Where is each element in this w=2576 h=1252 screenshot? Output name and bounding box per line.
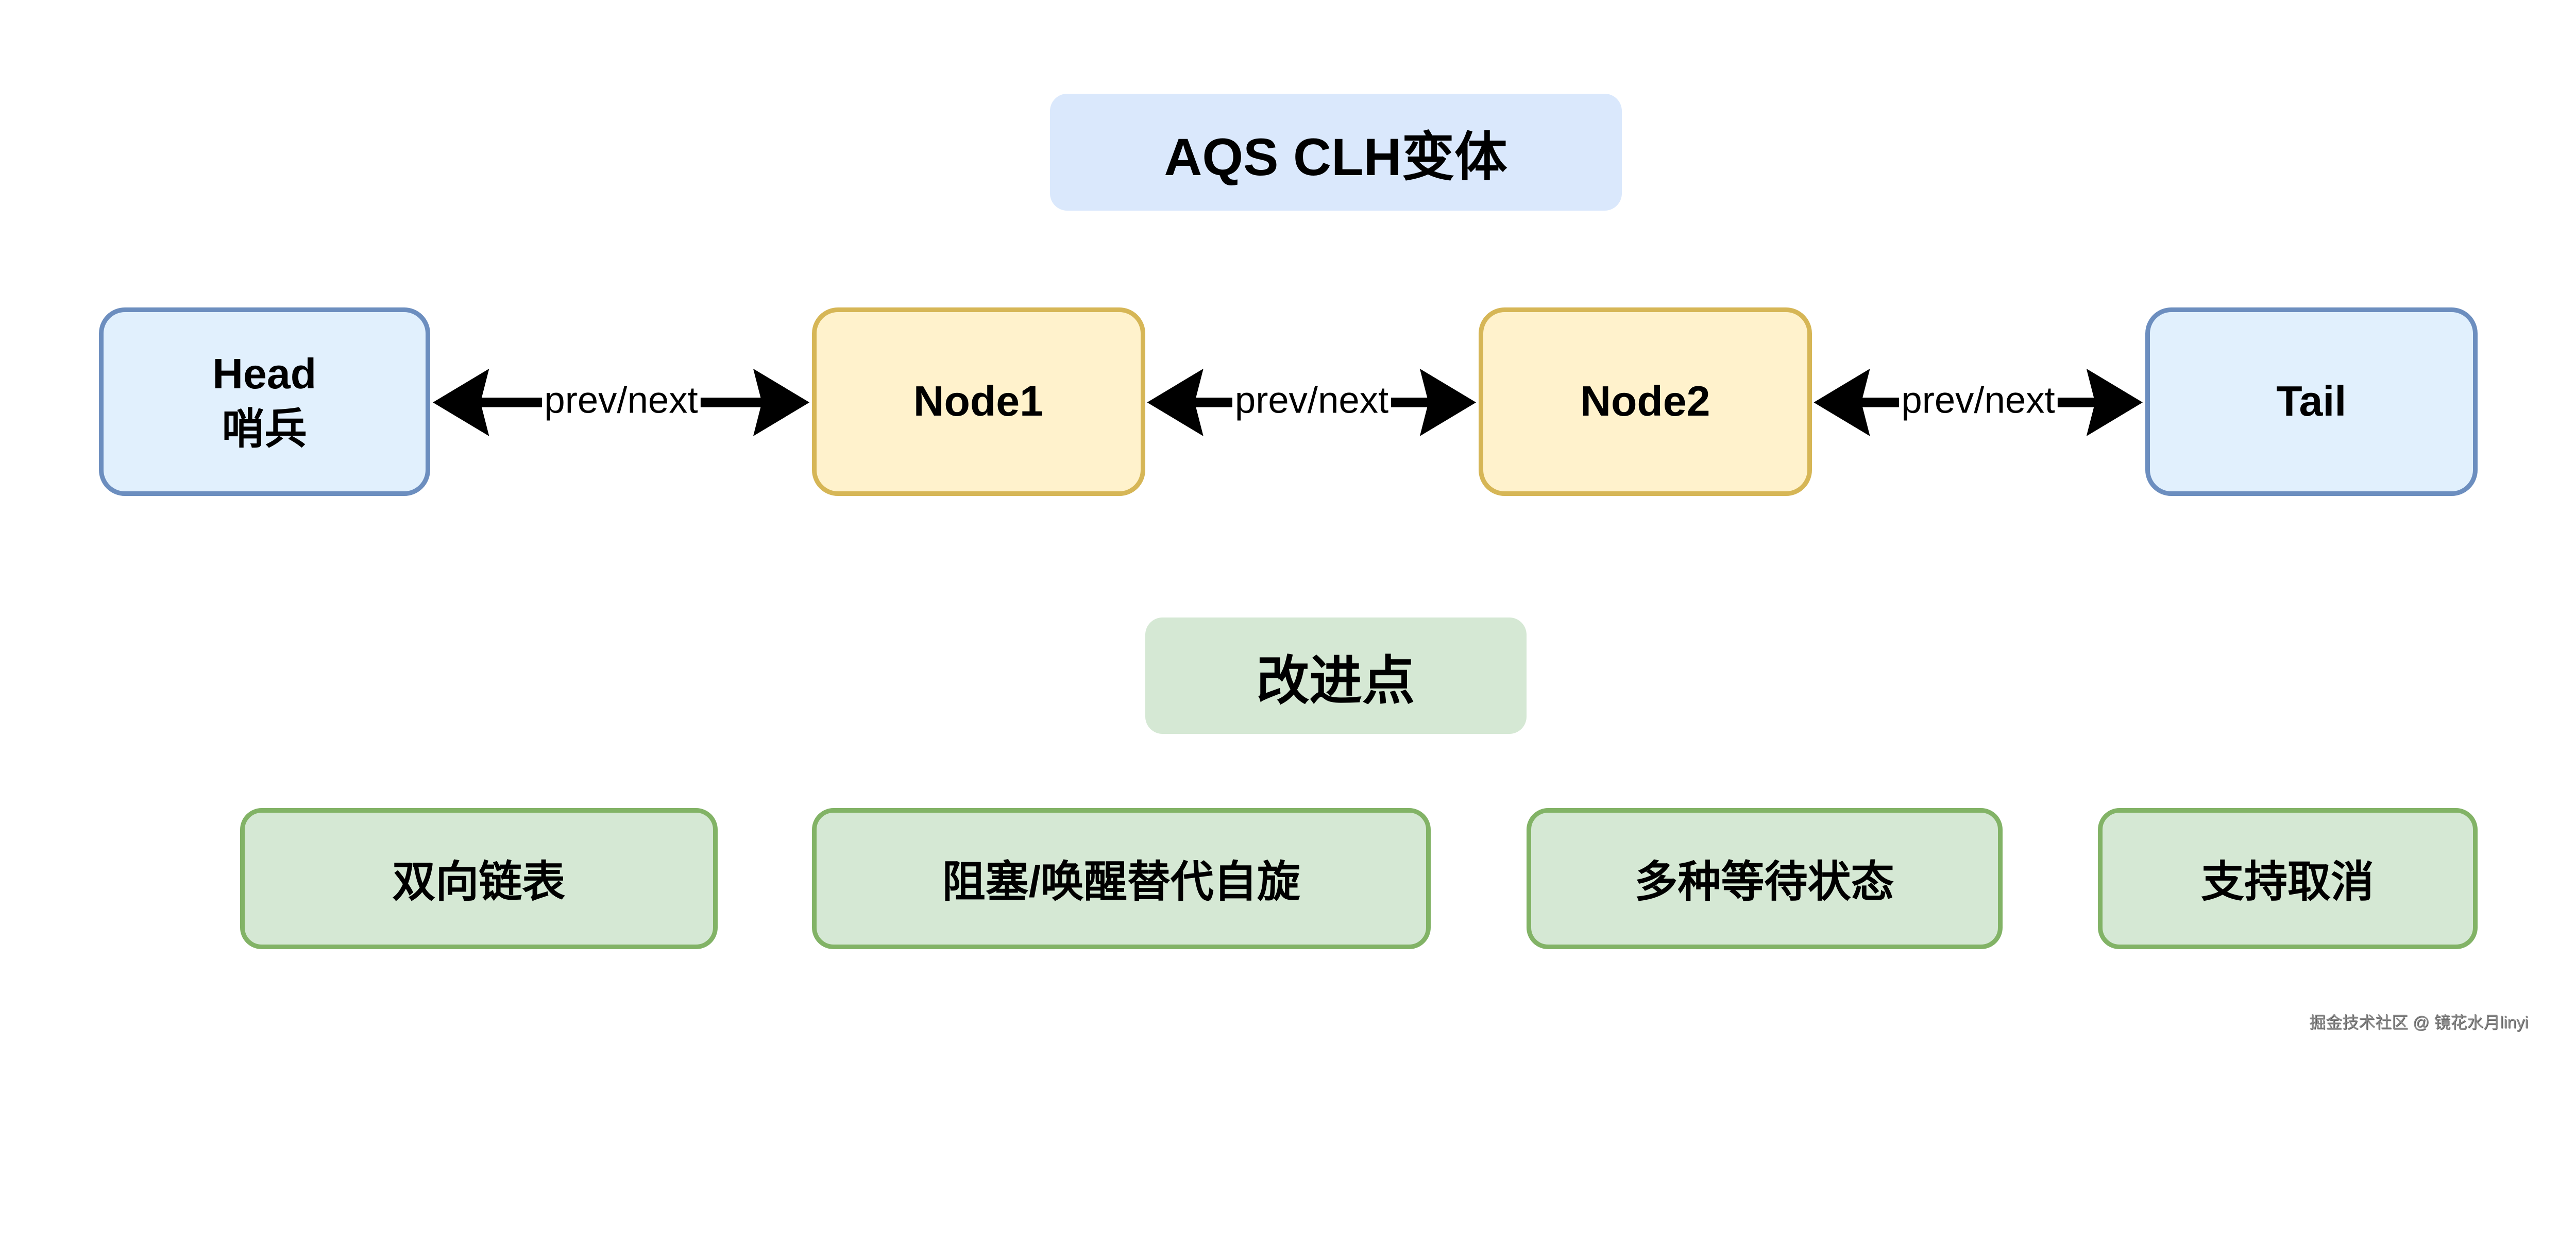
arrowhead-left-icon: [1147, 368, 1204, 436]
arrowhead-right-icon: [753, 368, 810, 436]
diagram-title: AQS CLH变体: [1049, 93, 1622, 211]
improvement-item: 多种等待状态: [1526, 808, 2003, 949]
arrowhead-right-icon: [2086, 368, 2143, 436]
arrowhead-left-icon: [1814, 368, 1870, 436]
node-head: Head 哨兵: [98, 307, 430, 496]
node-head-label: Head: [212, 350, 317, 398]
improvement-item: 阻塞/唤醒替代自旋: [811, 808, 1431, 949]
arrowhead-right-icon: [1419, 368, 1477, 436]
arrowhead-left-icon: [433, 368, 489, 436]
node-1-label: Node1: [913, 378, 1044, 425]
improvements-header: 改进点: [1145, 618, 1527, 734]
watermark: 掘金技术社区 @ 镜花水月linyi: [2309, 1013, 2529, 1032]
edge-label: prev/next: [541, 379, 701, 422]
improvement-item: 双向链表: [240, 808, 718, 949]
edge-label: prev/next: [1899, 379, 2058, 422]
node-tail-label: Tail: [2276, 378, 2347, 425]
node-1: Node1: [811, 307, 1145, 496]
node-head-sublabel: 哨兵: [222, 405, 307, 453]
improvement-item: 支持取消: [2097, 808, 2478, 949]
node-2-label: Node2: [1580, 378, 1710, 425]
node-2: Node2: [1479, 307, 1812, 496]
edge-label: prev/next: [1232, 379, 1392, 422]
node-tail: Tail: [2145, 307, 2478, 496]
